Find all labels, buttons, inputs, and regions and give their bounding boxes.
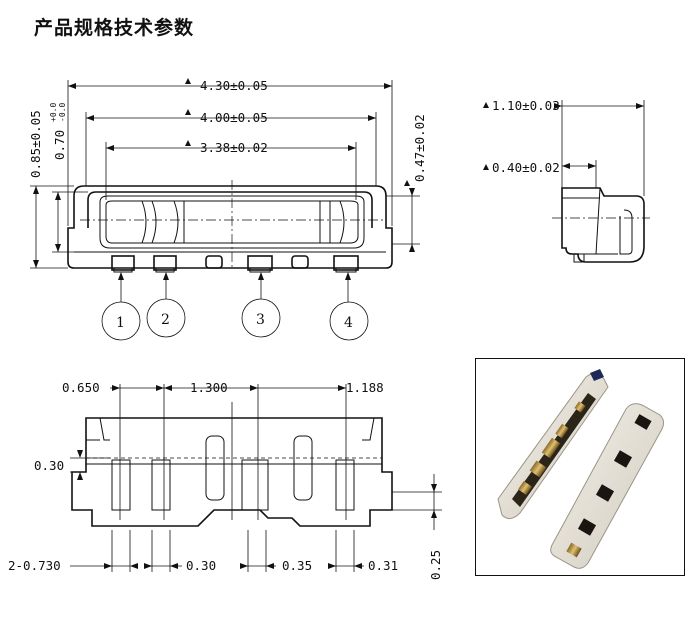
dim-i: 0.25 — [428, 550, 443, 580]
dim-total-width: 4.30±0.05 — [200, 78, 268, 93]
dim-height-body-tol-plus: +0.0 — [49, 103, 58, 122]
pin-callout-1: 1 — [116, 315, 125, 331]
dim-d: 0.30 — [34, 458, 64, 473]
connector-side-photo — [550, 403, 665, 569]
dim-b: 1.300 — [190, 380, 228, 395]
connector-front-photo — [497, 369, 609, 519]
dim-f: 0.30 — [186, 558, 216, 573]
dim-window-width: 3.38±0.02 — [200, 140, 268, 155]
dim-depth: 1.10±0.03 — [492, 98, 560, 113]
dim-c: 1.188 — [346, 380, 384, 395]
page-title: 产品规格技术参数 — [34, 17, 195, 39]
pin-callout-3: 3 — [256, 312, 265, 328]
product-photo — [475, 358, 685, 576]
pin-callout-2: 2 — [161, 312, 170, 328]
dim-inner-width: 4.00±0.05 — [200, 110, 268, 125]
dim-lead: 0.40±0.02 — [492, 160, 560, 175]
side-view: 1.10±0.03 0.40±0.02 — [483, 98, 650, 263]
dim-height-total: 0.85±0.05 — [28, 110, 43, 178]
dim-height-body: 0.70 — [52, 130, 67, 160]
dim-a: 0.650 — [62, 380, 100, 395]
bottom-view: 0.650 1.300 1.188 0.30 2-0.730 0.30 0.35 — [8, 380, 443, 580]
dim-right-height: 0.47±0.02 — [412, 114, 427, 182]
pin-callout-4: 4 — [344, 315, 353, 331]
front-view: 4.30±0.05 4.00±0.05 3.38±0.02 0.85±0.05 … — [28, 78, 427, 341]
dim-e: 2-0.730 — [8, 558, 61, 573]
dim-height-body-tol-minus: -0.0 — [58, 103, 67, 122]
dim-g: 0.35 — [282, 558, 312, 573]
dim-h: 0.31 — [368, 558, 398, 573]
product-photo-illustration — [497, 369, 665, 569]
